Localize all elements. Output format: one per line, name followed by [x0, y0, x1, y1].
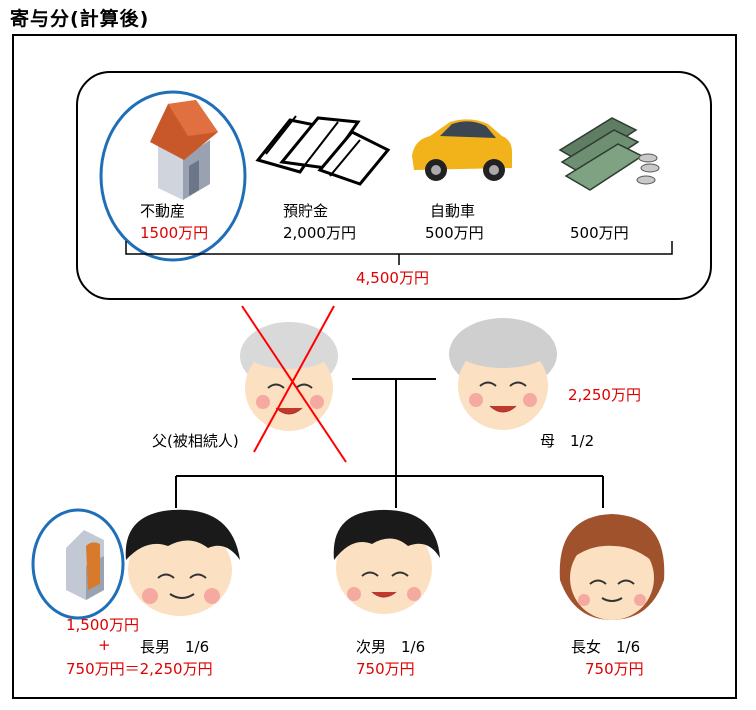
eldest-son-label: 長男 1/6: [140, 638, 210, 656]
daughter-amount: 750万円: [585, 660, 644, 678]
father-label: 父(被相続人): [152, 432, 239, 450]
second-son-amount: 750万円: [356, 660, 415, 678]
asset-value-real-estate: 1500万円: [140, 224, 209, 242]
cash-icon: [558, 117, 660, 191]
deceased-cross: [241, 305, 347, 463]
car-icon: [412, 119, 512, 181]
daughter-face-icon: [559, 514, 665, 620]
estate-total: 4,500万円: [356, 269, 429, 287]
asset-name-car: 自動車: [430, 202, 476, 220]
asset-value-savings: 2,000万円: [283, 224, 356, 242]
total-bracket: [125, 241, 673, 265]
mother-label: 母 1/2: [540, 432, 595, 450]
son-face-icon: [125, 509, 240, 616]
eldest-son-amount-line3: 750万円＝2,250万円: [66, 660, 213, 678]
son-face-icon: [333, 509, 440, 614]
asset-value-car: 500万円: [425, 224, 484, 242]
bankbook-icon: [255, 115, 391, 186]
house-icon: [66, 530, 104, 600]
estate-box: [76, 71, 712, 300]
house-icon: [150, 100, 218, 200]
second-son-label: 次男 1/6: [356, 638, 426, 656]
highlight-circle: [99, 90, 247, 262]
eldest-son-amount-line2: +: [98, 636, 111, 654]
asset-name-savings: 預貯金: [283, 202, 329, 220]
asset-value-cash: 500万円: [570, 224, 629, 242]
family-tree-lines: [175, 378, 604, 508]
daughter-label: 長女 1/6: [571, 638, 641, 656]
asset-name-real-estate: 不動産: [140, 202, 186, 220]
diagram-frame: [12, 34, 737, 699]
mother-amount: 2,250万円: [568, 386, 641, 404]
grandmother-face-icon: [449, 318, 557, 430]
eldest-son-amount-line1: 1,500万円: [66, 616, 139, 634]
diagram-title: 寄与分(計算後): [10, 8, 150, 30]
highlight-circle: [31, 508, 125, 620]
